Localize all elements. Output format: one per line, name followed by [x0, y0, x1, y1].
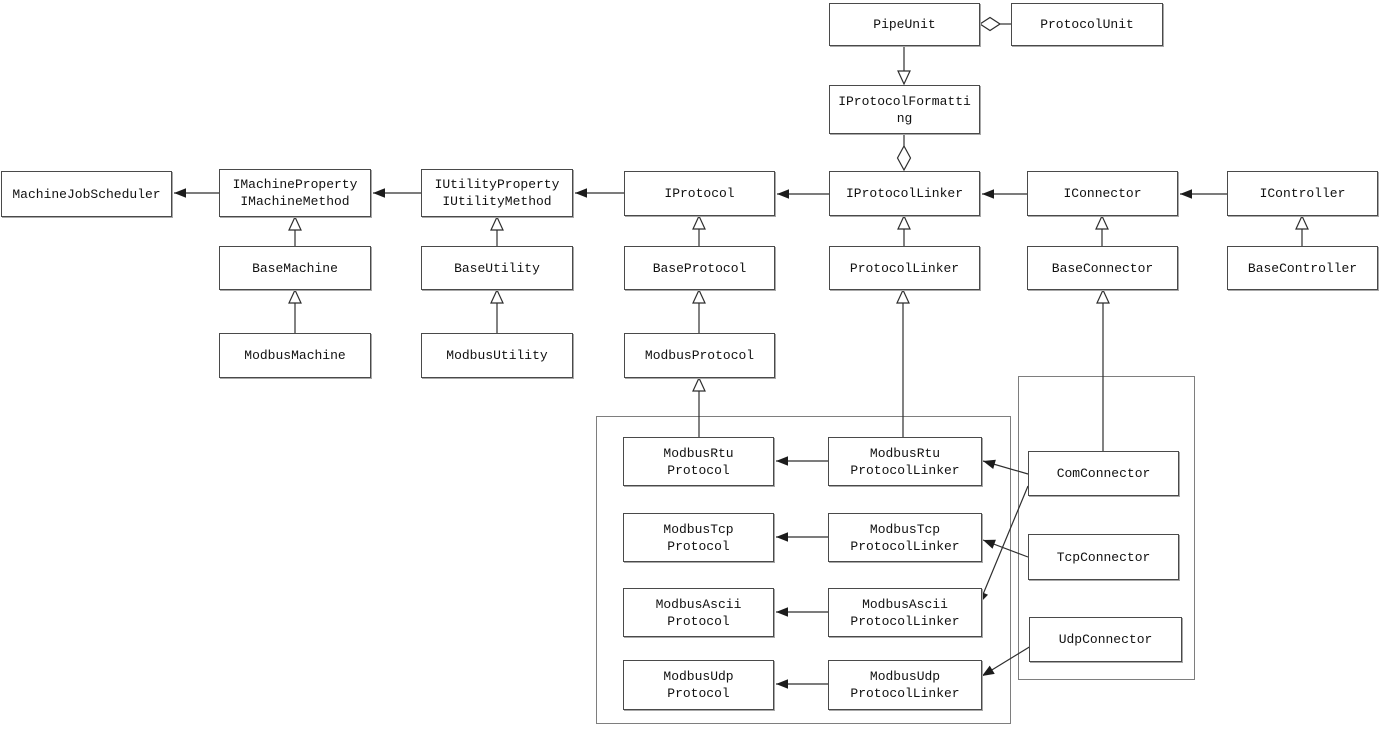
edge-modbusutility-to-baseutility [490, 288, 504, 333]
edge-basemachine-to-imachine [288, 215, 302, 246]
node-iconnector: IConnector [1027, 171, 1178, 216]
node-modbus-protocol: ModbusProtocol [624, 333, 775, 378]
edge-modbusprotocol-to-baseprotocol [692, 288, 706, 333]
node-icontroller: IController [1227, 171, 1378, 216]
node-iprotocol-formatting: IProtocolFormatting [829, 85, 980, 134]
edge-aggregation-iprotocolformatting-iprotocollinker [896, 134, 912, 172]
node-base-utility: BaseUtility [421, 246, 573, 290]
node-protocol-unit: ProtocolUnit [1011, 3, 1163, 46]
node-base-machine: BaseMachine [219, 246, 371, 290]
edge-baseconnector-to-iconnector [1095, 214, 1109, 246]
node-modbus-tcp-protocol: ModbusTcp Protocol [623, 513, 774, 562]
node-modbus-rtu-protocol: ModbusRtu Protocol [623, 437, 774, 486]
node-modbus-udp-protocol-linker: ModbusUdp ProtocolLinker [828, 660, 982, 710]
node-modbus-tcp-protocol-linker: ModbusTcp ProtocolLinker [828, 513, 982, 562]
edge-pipeunit-to-iprotocolformatting [897, 47, 911, 86]
group-connector-variants [1018, 376, 1195, 680]
edge-comconnector-to-asciilinker [978, 485, 1029, 605]
node-modbus-ascii-protocol-linker: ModbusAscii ProtocolLinker [828, 588, 982, 637]
edge-comconnector-to-baseconnector [1096, 288, 1110, 451]
node-imachine-property-method: IMachineProperty IMachineMethod [219, 169, 371, 217]
node-modbus-utility: ModbusUtility [421, 333, 573, 378]
edge-tcpconnector-to-tcplinker [982, 539, 1029, 558]
edge-udpconnector-to-udplinker [981, 645, 1032, 677]
edge-rtulinker-to-protocollinker [896, 288, 910, 437]
node-base-controller: BaseController [1227, 246, 1378, 290]
edge-aggregation-pipeunit-protocolunit [978, 16, 1011, 32]
edge-protocollinker-to-iprotocollinker [897, 214, 911, 246]
edge-baseutility-to-iutility [490, 215, 504, 246]
node-machine-job-scheduler: MachineJobScheduler [1, 171, 172, 217]
node-modbus-machine: ModbusMachine [219, 333, 371, 378]
node-modbus-udp-protocol: ModbusUdp Protocol [623, 660, 774, 710]
node-base-connector: BaseConnector [1027, 246, 1178, 290]
edge-basecontroller-to-icontroller [1295, 214, 1309, 246]
node-modbus-ascii-protocol: ModbusAscii Protocol [623, 588, 774, 637]
node-iprotocol: IProtocol [624, 171, 775, 216]
edge-comconnector-to-rtulinker [982, 459, 1029, 475]
edge-baseprotocol-to-iprotocol [692, 214, 706, 246]
node-iutility-property-method: IUtilityProperty IUtilityMethod [421, 169, 573, 217]
node-iprotocol-linker: IProtocolLinker [829, 171, 980, 216]
node-protocol-linker: ProtocolLinker [829, 246, 980, 290]
node-pipe-unit: PipeUnit [829, 3, 980, 46]
node-base-protocol: BaseProtocol [624, 246, 775, 290]
node-com-connector: ComConnector [1028, 451, 1179, 496]
group-modbus-protocol-variants [596, 416, 1011, 724]
node-udp-connector: UdpConnector [1029, 617, 1182, 662]
edge-rtuprotocol-to-modbusprotocol [692, 376, 706, 437]
node-tcp-connector: TcpConnector [1028, 534, 1179, 580]
node-modbus-rtu-protocol-linker: ModbusRtu ProtocolLinker [828, 437, 982, 486]
edge-modbusmachine-to-basemachine [288, 288, 302, 333]
